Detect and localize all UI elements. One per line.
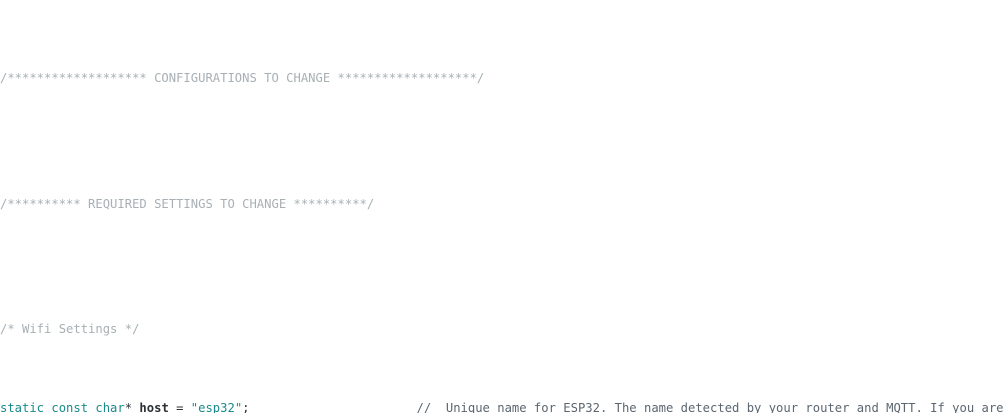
pointer-star: * [124,400,133,413]
line-comment-host: // Unique name for ESP32. The name detec… [416,400,1007,413]
code-line-host[interactable]: static const char* host = "esp32"; // Uni… [0,401,1007,413]
code-line-2-blank[interactable] [0,134,1007,150]
block-comment-required-settings: /********** REQUIRED SETTINGS TO CHANGE … [0,196,375,211]
identifier-host: host [132,400,169,413]
assign-operator: = [168,400,191,413]
code-line-3[interactable]: /********** REQUIRED SETTINGS TO CHANGE … [0,197,1007,213]
block-comment-wifi-settings: /* Wifi Settings */ [0,322,140,337]
string-literal-host: "esp32" [190,400,243,413]
keyword-static-const-char: static const char [0,400,125,413]
semicolon: ; [242,400,250,413]
code-line-1[interactable]: /******************* CONFIGURATIONS TO C… [0,71,1007,87]
code-line-5[interactable]: /* Wifi Settings */ [0,322,1007,338]
block-comment-configurations: /******************* CONFIGURATIONS TO C… [0,70,485,85]
code-line-4-blank[interactable] [0,260,1007,276]
